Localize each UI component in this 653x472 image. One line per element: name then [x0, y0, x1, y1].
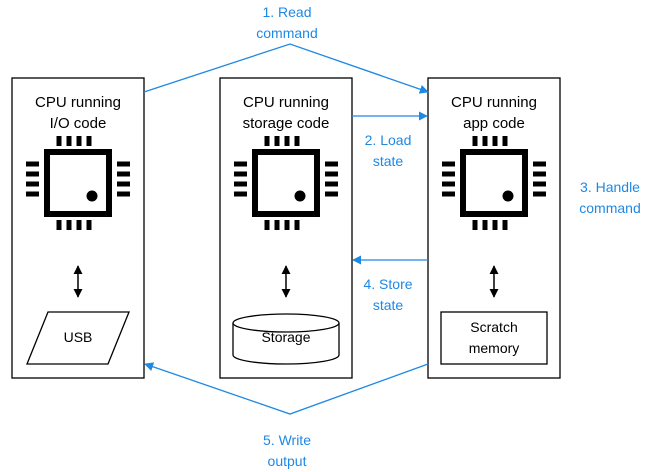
storage-label: Storage — [261, 329, 311, 345]
step-4-label: 4. Store state — [363, 276, 413, 313]
cpu-box-app — [427, 77, 561, 379]
step-5-label: 5. Write output — [263, 432, 311, 469]
arrow-write-output — [144, 362, 429, 415]
storage-cylinder — [232, 313, 340, 365]
cpu-app-title: CPU running app code — [451, 94, 537, 132]
scratch-memory-box — [440, 311, 548, 365]
step-1-label: 1. Read command — [256, 4, 318, 41]
usb-parallelogram — [26, 311, 130, 365]
scratch-memory-label: Scratch memory — [468, 319, 520, 356]
cpu-box-storage — [219, 77, 353, 379]
cpu-chip-icon — [26, 136, 130, 230]
arrow-read-command — [143, 43, 429, 94]
usb-label: USB — [63, 329, 93, 345]
step-3-label: 3. Handle command — [579, 179, 641, 216]
cpu-io-title: CPU running I/O code — [35, 94, 121, 132]
cpu-storage-title: CPU running storage code — [242, 94, 330, 132]
cpu-chip-icon — [442, 136, 546, 230]
cpu-box-io — [11, 77, 145, 379]
step-2-label: 2. Load state — [364, 132, 412, 169]
cpu-chip-icon — [234, 136, 338, 230]
